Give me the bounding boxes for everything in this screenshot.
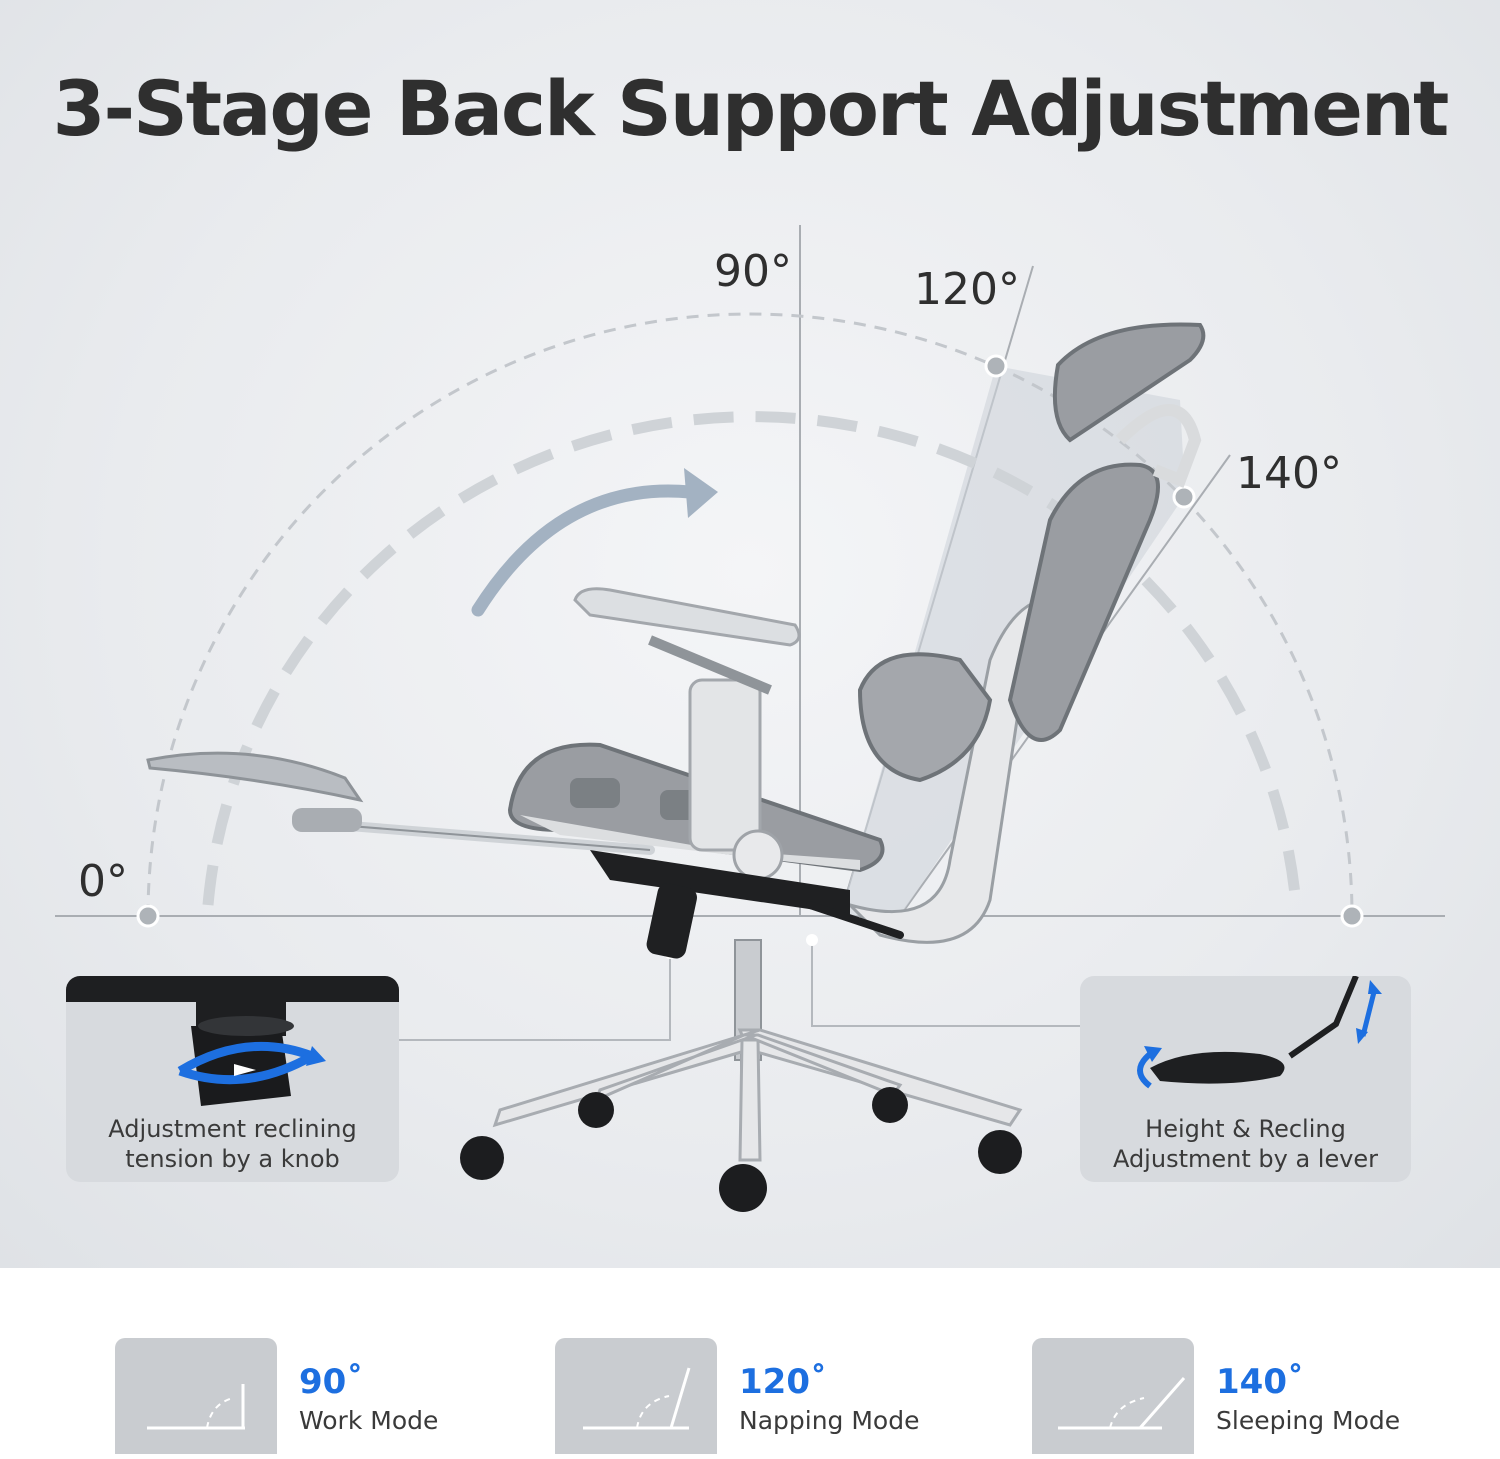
angle-label-120: 120° (914, 264, 1020, 315)
caster (719, 1164, 767, 1212)
height-arrows-icon (1360, 987, 1378, 1037)
rotation-arrow-head (684, 468, 718, 518)
armrest-pad (573, 587, 801, 647)
caster (978, 1130, 1022, 1174)
tension-knob (646, 883, 697, 959)
lumbar-support (857, 652, 993, 783)
mode-napping: 120˚ Napping Mode (555, 1338, 955, 1454)
lever-connector (811, 940, 1080, 1027)
casters (460, 1087, 1022, 1212)
marker-140 (1172, 485, 1196, 509)
rotate-arrows-icon (177, 1041, 314, 1075)
headrest-bracket (1115, 404, 1202, 488)
lever-caption: Height & Recling Adjustment by a lever (1112, 1115, 1379, 1173)
rotation-arrow (471, 484, 697, 617)
recline-120-icon (555, 1338, 717, 1454)
knob-caption: Adjustment reclining tension by a knob (108, 1115, 357, 1173)
hero-section: 3-Stage Back Support Adjustment (0, 0, 1500, 1268)
inner-dashed-arc (202, 411, 1302, 906)
mode-name: Napping Mode (739, 1406, 920, 1435)
marker-0 (136, 904, 160, 928)
recline-diagram (55, 225, 1445, 1212)
rotate-arrows-icon (1137, 1051, 1153, 1089)
armrest-knob (732, 829, 784, 881)
marker-120 (984, 354, 1008, 378)
back-frame (844, 598, 1062, 944)
knob-closeup (66, 976, 399, 1106)
mode-name: Work Mode (299, 1406, 439, 1435)
headrest-mesh (1052, 322, 1206, 443)
mode-work: 90˚ Work Mode (115, 1338, 475, 1454)
caster (872, 1087, 908, 1123)
recline-140-icon (1032, 1338, 1194, 1454)
mode-name: Sleeping Mode (1216, 1406, 1401, 1435)
recline-lever (806, 901, 904, 939)
angle-label-90: 90° (714, 246, 792, 297)
mode-angle: 120˚ (739, 1362, 827, 1402)
seat-mechanism (590, 850, 850, 915)
knob-connector (398, 955, 671, 1041)
caster (578, 1092, 614, 1128)
recline-90-icon (115, 1338, 277, 1454)
office-chair-illustration (146, 322, 1206, 1212)
angle-label-0: 0° (78, 856, 128, 907)
knob-detail-panel: Adjustment reclining tension by a knob (66, 976, 399, 1182)
footrest-joint (292, 808, 362, 832)
page-title: 3-Stage Back Support Adjustment (52, 64, 1450, 153)
lever-detail-panel: Height & Recling Adjustment by a lever (1080, 976, 1411, 1182)
angle-label-140: 140° (1236, 448, 1342, 499)
footrest-pad (146, 751, 364, 803)
backrest-mesh (1007, 462, 1160, 742)
mode-sleeping: 140˚ Sleeping Mode (1032, 1338, 1432, 1454)
star-base (492, 1028, 1023, 1162)
mode-angle: 90˚ (299, 1362, 364, 1402)
mode-angle: 140˚ (1216, 1362, 1304, 1402)
lever-closeup (1137, 976, 1382, 1089)
armrest-post (688, 678, 762, 852)
mode-strip: 90˚ Work Mode 120˚ Napping Mode 140˚ Sle… (0, 1268, 1500, 1454)
outer-dashed-arc (146, 312, 1354, 917)
caster (460, 1136, 504, 1180)
marker-180 (1340, 904, 1364, 928)
